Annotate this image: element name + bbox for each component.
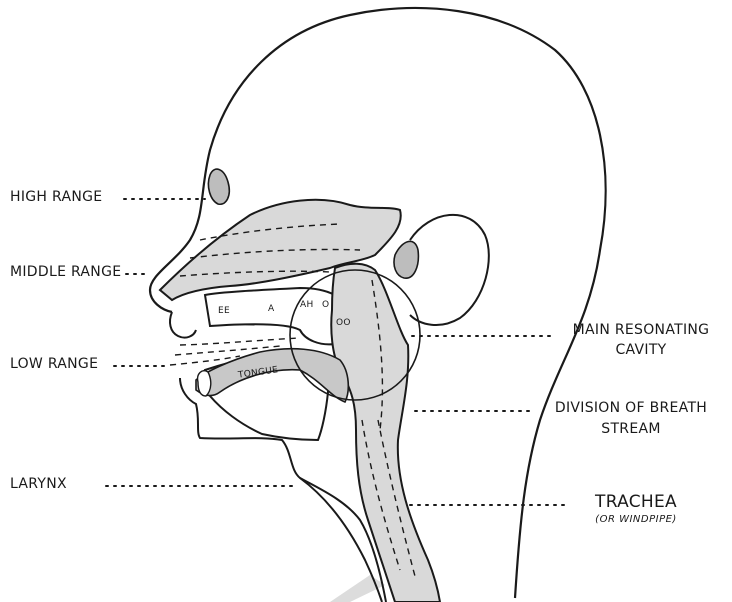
label-low-range: LOW RANGE [10, 356, 98, 372]
label-larynx: LARYNX [10, 476, 67, 492]
label-high-range: HIGH RANGE [10, 189, 102, 205]
ear-outline [410, 215, 489, 325]
label-division-line1: DIVISION OF BREATH [535, 400, 727, 416]
vowel-ah: AH [300, 300, 314, 310]
upper-lip-outline [170, 312, 196, 338]
label-trachea-note: (OR WINDPIPE) [566, 514, 706, 525]
vowel-a: A [268, 304, 274, 314]
pharynx [331, 264, 440, 602]
label-trachea: TRACHEA [566, 492, 706, 512]
ear-canal [394, 241, 418, 278]
lower-tooth [198, 371, 211, 396]
label-division-line2: STREAM [535, 421, 727, 437]
label-main-resonating-line2: CAVITY [555, 342, 727, 358]
vowel-ee: EE [218, 306, 230, 316]
vowel-oo: OO [336, 318, 351, 328]
label-middle-range: MIDDLE RANGE [10, 264, 121, 280]
palate-cavity [205, 288, 350, 344]
vowel-o: O [322, 300, 329, 310]
label-main-resonating-line1: MAIN RESONATING [555, 322, 727, 338]
frontal-sinus [208, 169, 229, 204]
